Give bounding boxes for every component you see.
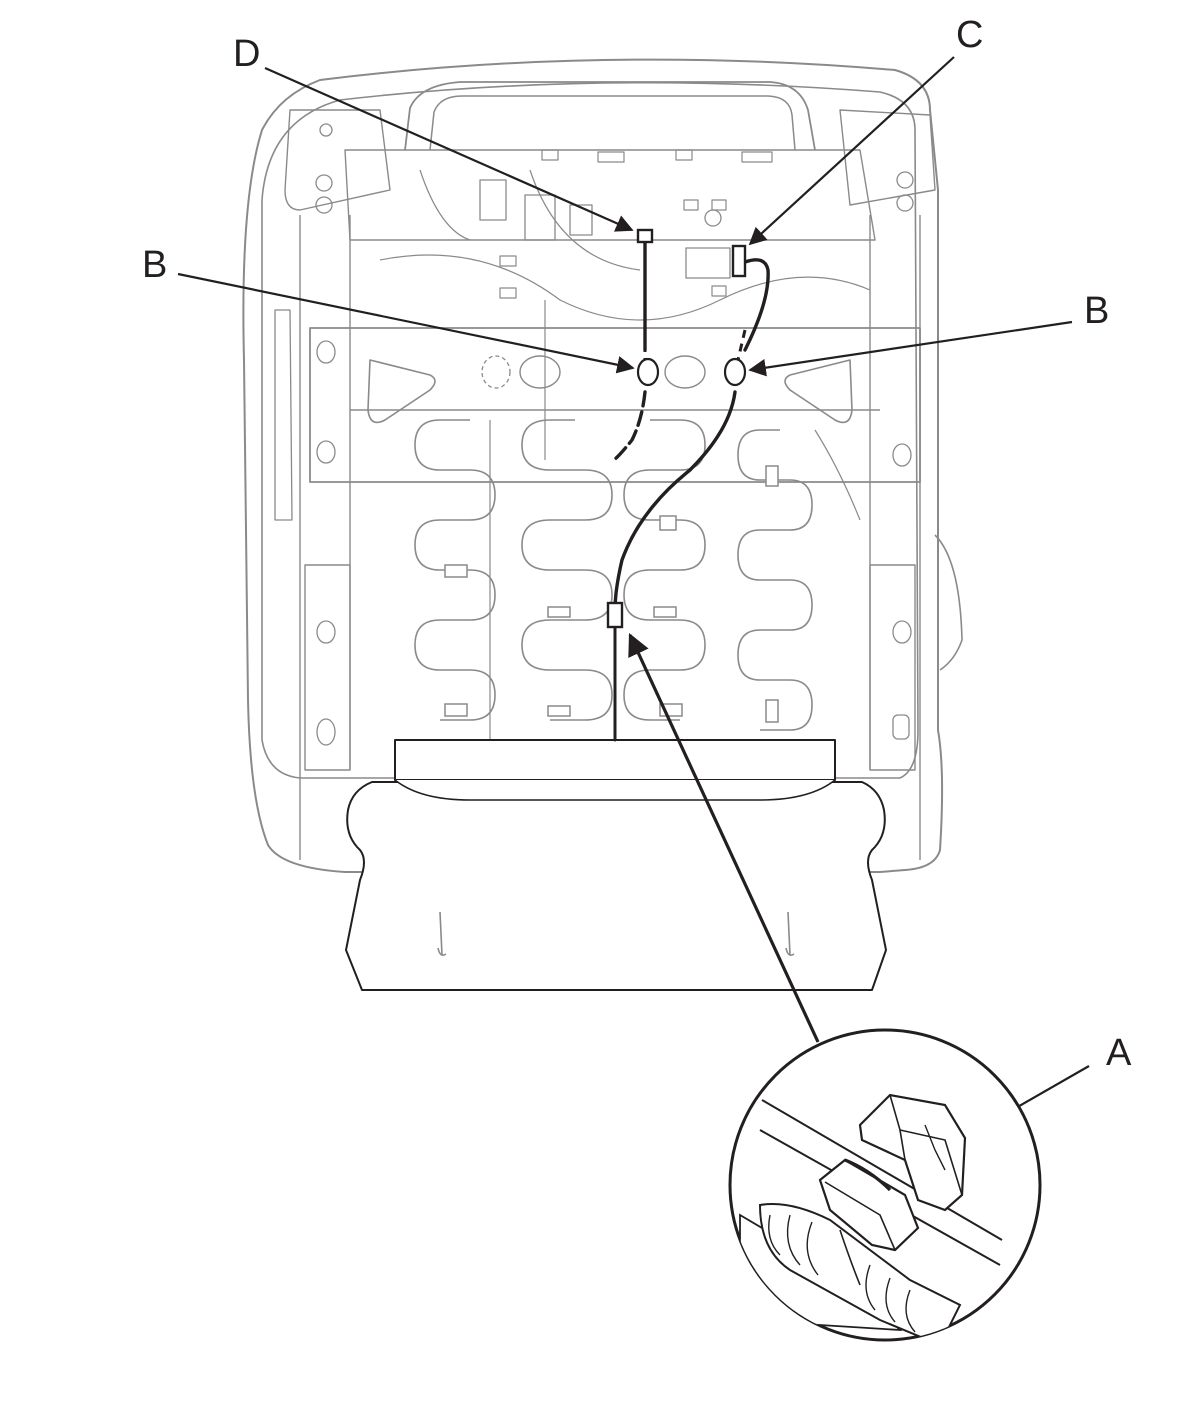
connector-d (636, 228, 654, 244)
leader-d (264, 66, 634, 232)
grommet-right (723, 357, 747, 387)
detail-view (728, 1028, 1042, 1342)
wire-dashes (643, 329, 747, 361)
callout-a: A (1106, 1032, 1132, 1074)
grommet-left (636, 357, 660, 387)
connectors (606, 228, 747, 629)
connector-c (731, 244, 747, 278)
callout-c: C (956, 14, 984, 56)
leader-b-right (748, 320, 1073, 377)
spring-clips (444, 465, 779, 723)
callout-b-right: B (1084, 290, 1110, 332)
callout-b-left: B (142, 244, 168, 286)
leader-c (748, 56, 955, 246)
leader-b-left (177, 272, 635, 374)
clip-a-location (606, 601, 624, 629)
seat-back-frame (242, 58, 963, 873)
grommets (636, 357, 747, 387)
detail-pointer (628, 632, 820, 1043)
seat-cushion (345, 739, 887, 991)
callout-d: D (233, 33, 261, 75)
wire-harness (612, 240, 770, 742)
seat-springs (414, 300, 861, 740)
